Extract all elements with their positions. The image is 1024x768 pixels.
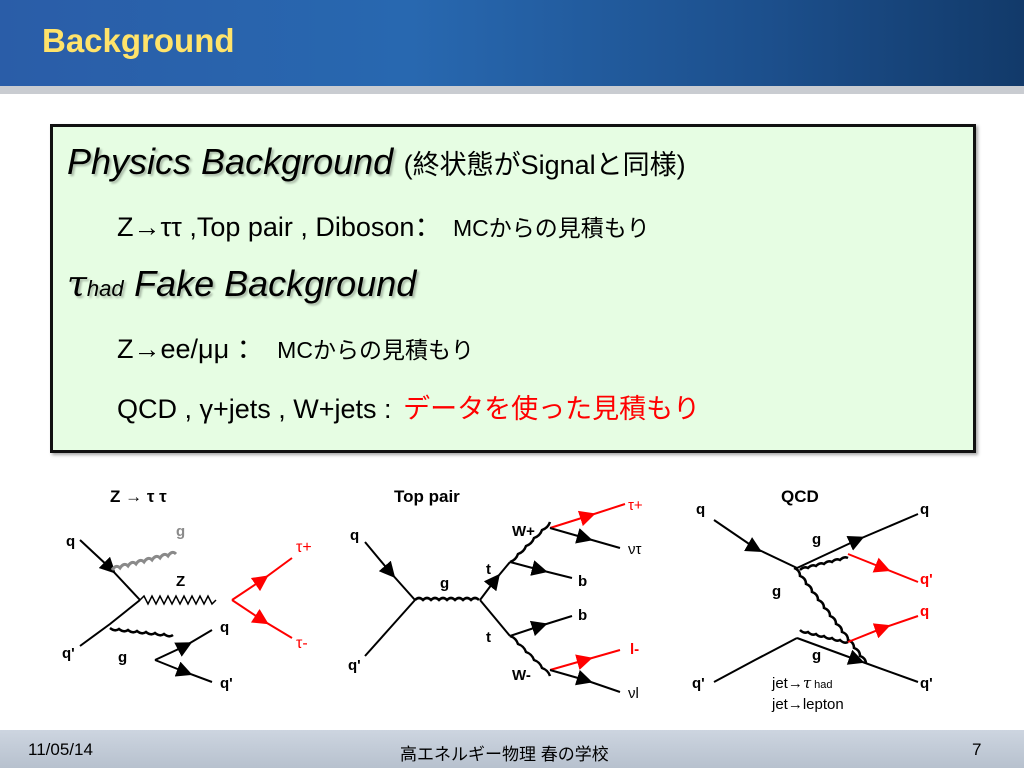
- qcd-label-qbar-in: q': [692, 675, 705, 692]
- ttbar-label-bbar: b: [578, 607, 587, 624]
- physics-background-line: Physics Background (終状態がSignalと同様): [67, 141, 686, 183]
- ttbar-label-nu-l: νl: [628, 685, 639, 702]
- ztt-label-q: q: [66, 533, 75, 550]
- qcd-title: QCD: [781, 487, 819, 506]
- ttbar-label-wplus: W+: [512, 523, 535, 540]
- qcd-note-tau: τ: [803, 674, 812, 692]
- ztt-label-g-top: g: [176, 523, 185, 540]
- ttbar-wminus-propagator: [509, 634, 552, 677]
- qcd-gluon-exchange: [793, 566, 868, 665]
- qcd-label-g-top: g: [812, 531, 821, 548]
- title-bar: Background: [0, 0, 1024, 86]
- physics-method: MCからの見積もり: [452, 215, 650, 241]
- ztt-antiquark-in: [79, 599, 141, 647]
- ttbar-label-g: g: [440, 575, 449, 592]
- tau-subscript: had: [86, 276, 124, 301]
- title-divider: [0, 86, 1024, 94]
- zee-process: Z→ee/μμ ：: [117, 334, 264, 364]
- qcd-quark-out: [796, 513, 919, 569]
- ztt-label-tau-plus: τ+: [296, 539, 312, 556]
- ztt-gluon-radiated: [110, 550, 178, 571]
- ztt-quark-out: [154, 629, 213, 661]
- ztt-label-tau-minus: τ-: [296, 635, 308, 652]
- qcd-gluon-bottom: [799, 629, 849, 644]
- ttbar-gluon: [414, 596, 480, 602]
- zee-method: MCからの見積もり: [277, 337, 474, 363]
- ztt-antiquark-out: [154, 659, 213, 683]
- qcd-antiquark-red-line: [847, 553, 919, 583]
- ttbar-label-qbar: q': [348, 657, 361, 674]
- qcd-process: QCD , γ+jets , W+jets :: [117, 394, 392, 424]
- footer-date: 11/05/14: [28, 740, 93, 759]
- ttbar-label-nu-tau: ντ: [628, 541, 642, 558]
- ttbar-label-q: q: [350, 527, 359, 544]
- ttbar-antitop-line: [479, 599, 511, 637]
- qcd-label-q-out: q: [920, 501, 929, 518]
- qcd-label-qbar-out: q': [920, 675, 933, 692]
- qcd-note-sub: had: [814, 679, 832, 691]
- ztt-z-propagator: [139, 594, 217, 606]
- ttbar-top-line: [479, 561, 511, 601]
- ttbar-label-tau-plus: τ+: [628, 497, 643, 514]
- physics-processes: Z→ττ ,Top pair , Diboson：: [117, 212, 442, 242]
- ttbar-label-lepton: l-: [630, 641, 639, 658]
- qcd-gluon-top: [799, 556, 849, 571]
- qcd-antiquark-out: [796, 637, 919, 683]
- qcd-note-prefix: jet→: [771, 675, 803, 692]
- ztt-gluon-bottom: [109, 626, 174, 638]
- qcd-label-g-mid: g: [772, 583, 781, 600]
- ttbar-b-line: [509, 560, 573, 579]
- fake-background-line: τhad Fake Background: [67, 263, 416, 305]
- footer-event: 高エネルギー物理 春の学校: [400, 745, 609, 764]
- zee-line: Z→ee/μμ ： MCからの見積もり: [117, 327, 474, 366]
- ztt-title: Z → τ τ: [110, 487, 167, 506]
- slide-title: Background: [42, 22, 235, 59]
- ttbar-quark-in: [364, 541, 416, 601]
- qcd-line: QCD , γ+jets , W+jets : データを使った見積もり: [117, 387, 700, 426]
- ztt-label-qbar-out: q': [220, 675, 233, 692]
- ztt-label-g-bottom: g: [118, 649, 127, 666]
- ttbar-label-t: t: [486, 561, 491, 578]
- tau-symbol: τ: [67, 264, 87, 305]
- ztt-label-qbar-in: q': [62, 645, 75, 662]
- qcd-quark-in: [713, 519, 798, 569]
- qcd-label-q-in: q: [696, 501, 705, 518]
- ztt-tau-minus-line: [231, 599, 293, 639]
- fake-background-heading: Fake Background: [134, 263, 417, 304]
- qcd-antiquark-in: [713, 637, 798, 683]
- ttbar-bbar-line: [509, 615, 573, 637]
- ttbar-title: Top pair: [394, 487, 460, 506]
- qcd-label-q-red: q: [920, 603, 929, 620]
- background-summary-box: Physics Background (終状態がSignalと同様) Z→ττ …: [50, 124, 976, 453]
- qcd-note-line2: jet→lepton: [771, 696, 844, 713]
- qcd-label-g-bottom: g: [812, 647, 821, 664]
- footer-bar: 11/05/14 高エネルギー物理 春の学校 7: [0, 730, 1024, 768]
- ttbar-label-wminus: W-: [512, 667, 531, 684]
- ztt-label-z: Z: [176, 573, 185, 590]
- ztt-label-q-out: q: [220, 619, 229, 636]
- qcd-quark-red-line: [847, 615, 919, 643]
- ttbar-lepton-line: [549, 649, 621, 671]
- physics-background-note: (終状態がSignalと同様): [403, 150, 686, 180]
- ttbar-diagram: Top pair q g q' t t W+ τ+ ντ b b W- l- ν…: [348, 487, 643, 702]
- qcd-label-qbar-red: q': [920, 571, 933, 588]
- ztt-diagram: Z → τ τ q g Z τ+ τ- q' g q q': [62, 487, 312, 692]
- feynman-diagrams: Z → τ τ q g Z τ+ τ- q' g q q' Top pair: [62, 487, 933, 713]
- ttbar-tau-plus-line: [549, 503, 626, 529]
- ttbar-label-tbar: t: [486, 629, 491, 646]
- physics-background-heading: Physics Background: [67, 141, 394, 182]
- physics-process-line: Z→ττ ,Top pair , Diboson： MCからの見積もり: [117, 205, 650, 244]
- ttbar-nu-tau-line: [549, 527, 621, 549]
- ttbar-wplus-propagator: [509, 521, 552, 564]
- ztt-quark-in: [79, 539, 141, 601]
- ttbar-label-b: b: [578, 573, 587, 590]
- ztt-tau-plus-line: [231, 557, 293, 601]
- ttbar-antiquark-in: [364, 599, 416, 657]
- ttbar-nu-l-line: [549, 669, 621, 693]
- footer-page-number: 7: [972, 740, 982, 759]
- qcd-method: データを使った見積もり: [403, 394, 701, 424]
